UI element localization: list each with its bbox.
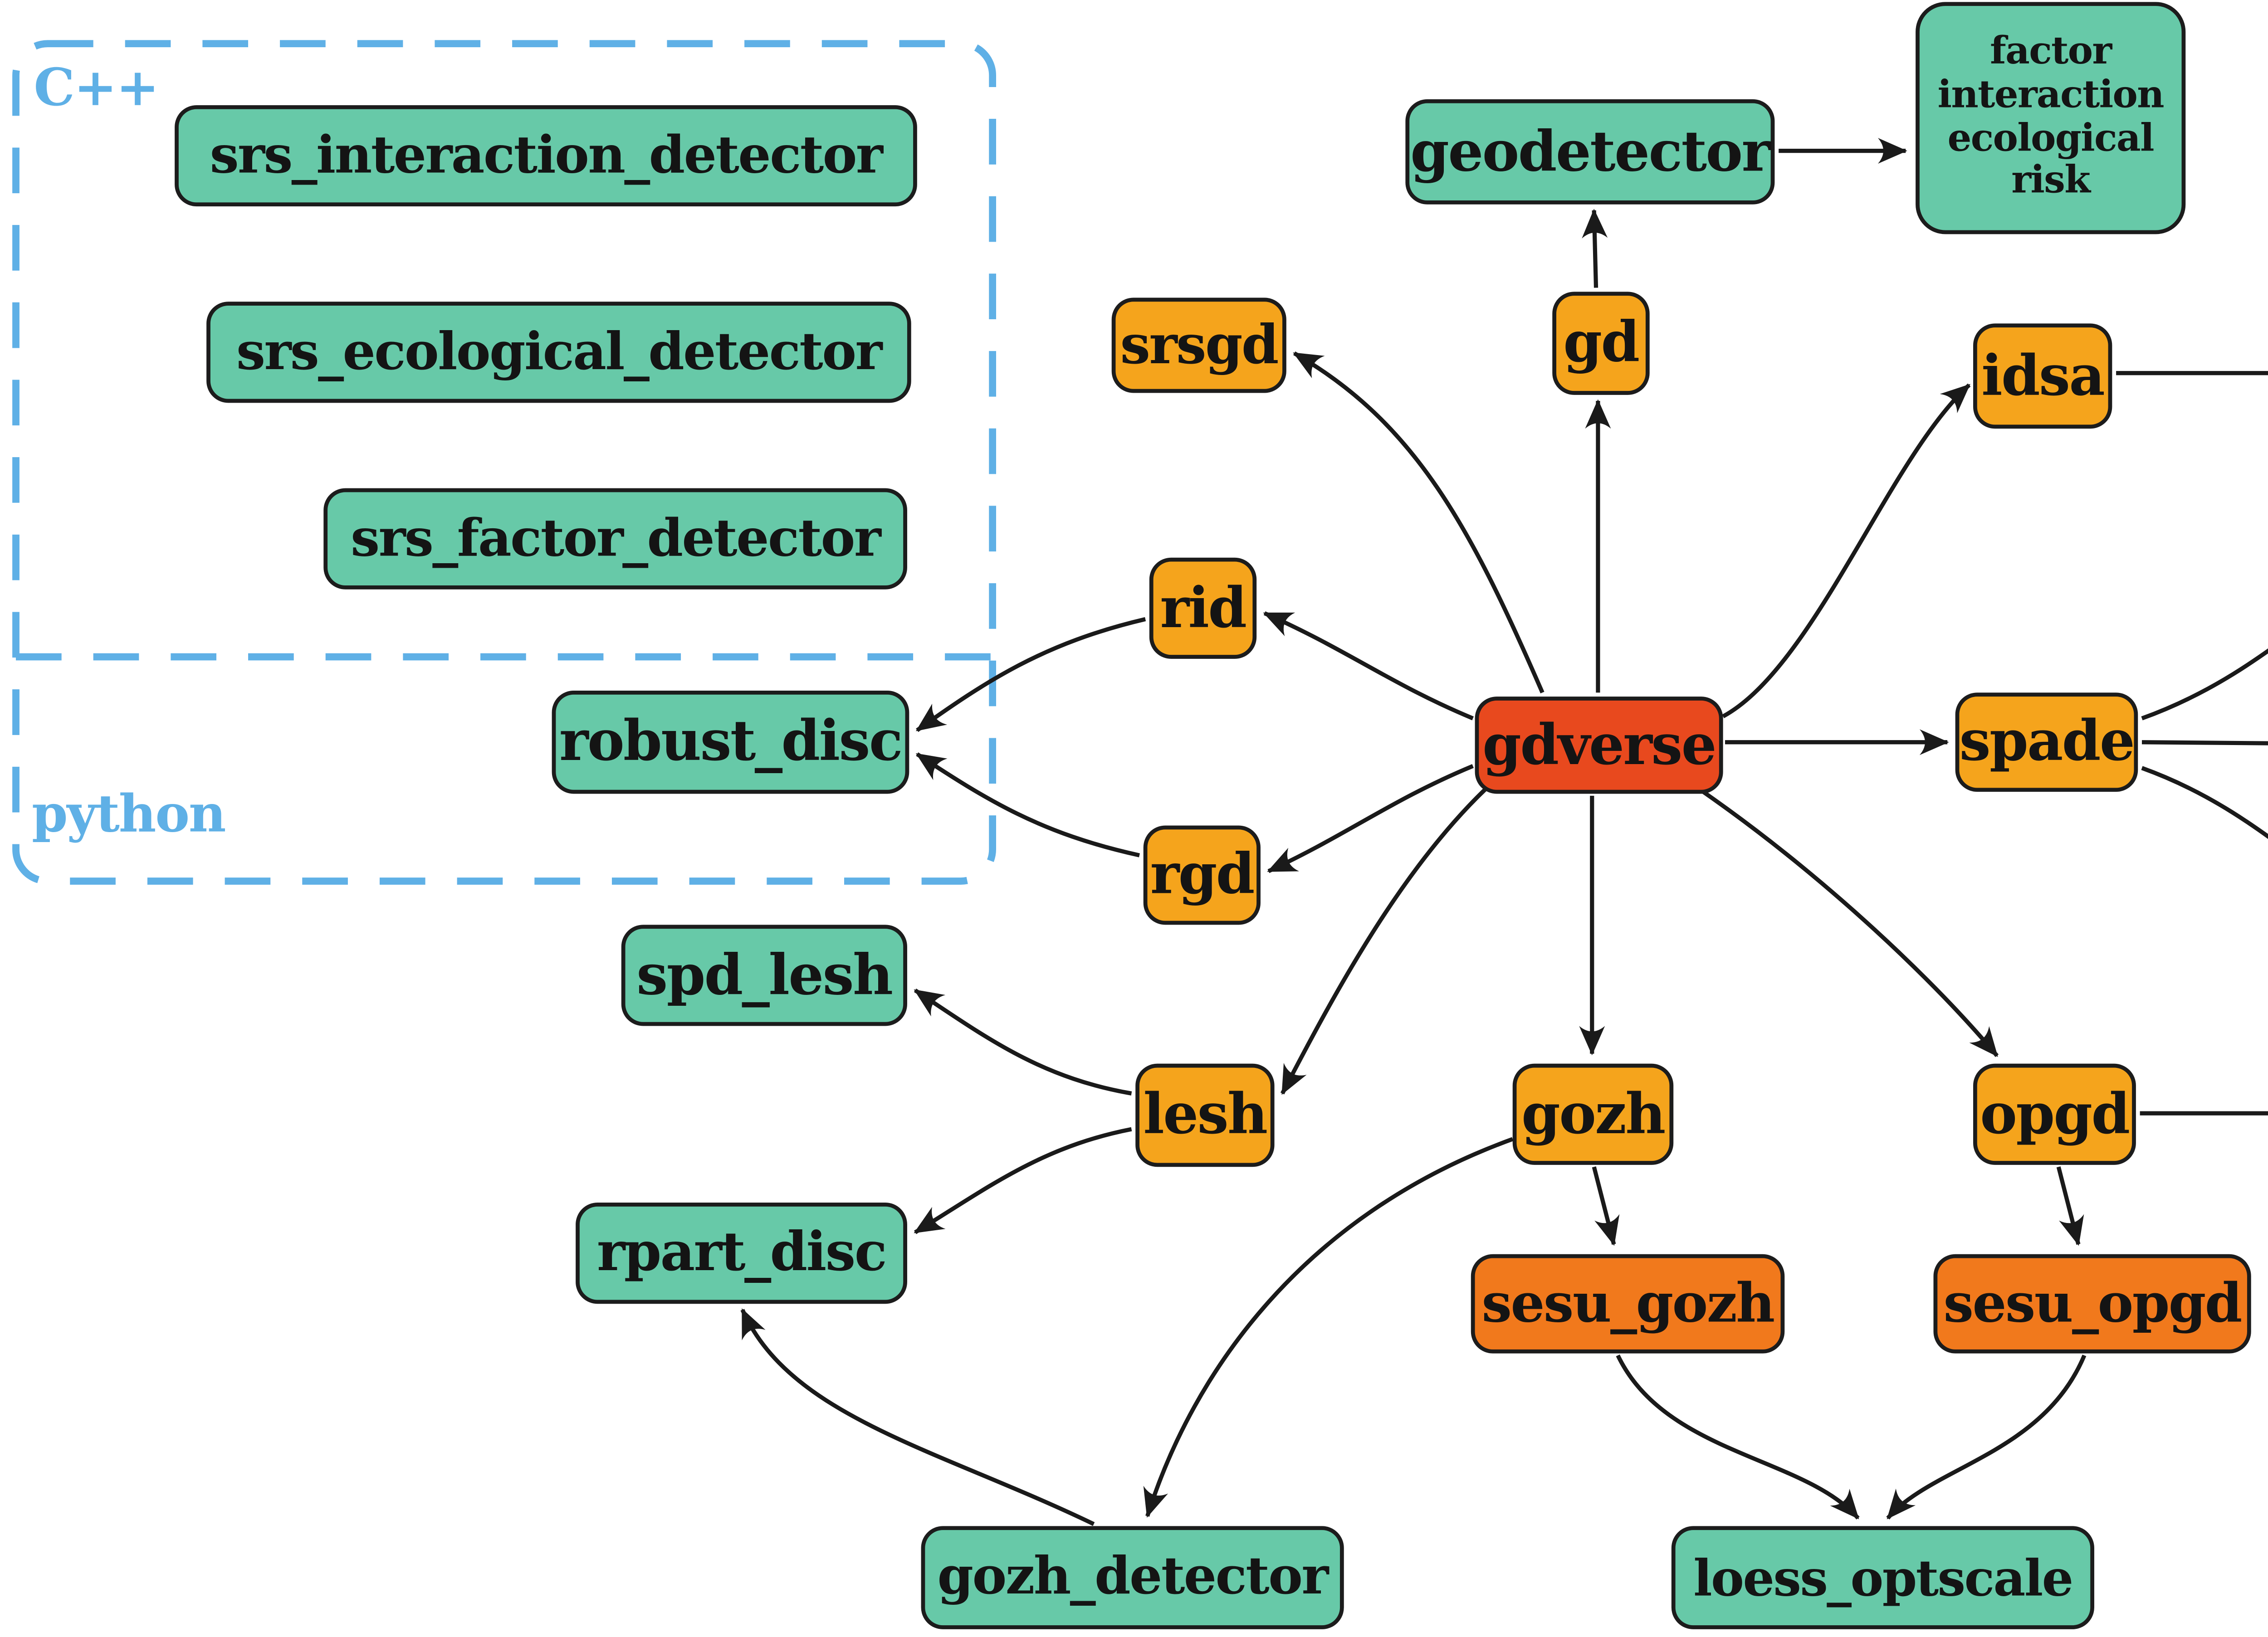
node-label: sesu_opgd [1943,1273,2242,1335]
edge-sesu-gozh-loess-optscale [1616,1354,1860,1520]
edge-gdverse-rid [1263,611,1474,721]
edge-rgd-robust-disc [915,752,1140,857]
python-group-label: python [32,786,226,846]
node-geodetector: geodetector [1405,99,1775,205]
edge-gd-geodetector [1582,209,1608,288]
edge-gozh-gozh-detector [1143,1137,1514,1518]
node-label: opgd [1980,1080,2130,1146]
node-robust-disc: robust_disc [552,690,909,794]
node-label-line: ecological [1947,116,2154,160]
node-label: srs_ecological_detector [236,322,882,382]
edge-gozh-detector-rpart-disc [740,1308,1095,1526]
cpp-group-label-text: C++ [34,59,159,119]
node-srs-ecological-detector: srs_ecological_detector [206,302,911,403]
node-label: gozh [1521,1080,1666,1146]
edge-opgd-sesu-opgd [2056,1166,2084,1246]
node-factor-interaction-ecological-risk: factor interaction ecological risk [1916,2,2186,234]
node-label: loess_optscale [1693,1549,2073,1607]
node-opgd: opgd [1973,1063,2136,1165]
node-label: spd_lesh [636,941,893,1007]
node-label: rid [1160,574,1247,640]
edge-gdverse-rgd [1267,764,1474,873]
node-sesu-gozh: sesu_gozh [1471,1254,1785,1354]
node-gd: gd [1552,292,1650,395]
edge-lesh-rpart-disc [914,1127,1132,1234]
node-label: srsgd [1120,314,1279,376]
node-srs-factor-detector: srs_factor_detector [323,488,907,590]
edge-gdverse-srsgd [1293,351,1545,694]
edge-gdverse-lesh [1280,786,1489,1095]
node-label: idsa [1981,342,2105,408]
node-label: gd [1563,309,1640,375]
cpp-group-label: C++ [34,59,159,119]
node-label: gdverse [1482,711,1716,777]
edge-spade-cpsd-spade [2141,740,2268,745]
node-lesh: lesh [1135,1063,1275,1167]
node-gdverse: gdverse [1475,697,1723,794]
edge-gozh-sesu-gozh [1592,1166,1620,1246]
node-label: geodetector [1410,118,1771,184]
node-loess-optscale: loess_optscale [1671,1526,2094,1629]
node-srsgd: srsgd [1111,297,1286,393]
edge-lesh-spd-lesh [914,988,1132,1096]
node-gozh-detector: gozh_detector [921,1526,1344,1629]
edge-sesu-opgd-loess-optscale [1886,1354,2087,1520]
node-label: lesh [1143,1082,1268,1147]
node-label: sesu_gozh [1481,1273,1775,1335]
node-label-line: risk [2011,159,2091,203]
node-idsa: idsa [1973,323,2112,429]
node-label: robust_disc [559,708,903,774]
node-label-line: interaction [1937,73,2165,117]
node-label: gozh_detector [937,1548,1329,1608]
node-spade: spade [1955,692,2138,792]
node-label-line: factor [1989,30,2112,74]
node-rid: rid [1149,557,1257,659]
node-spd-lesh: spd_lesh [621,925,907,1026]
node-label: srs_interaction_detector [210,126,883,186]
edge-rid-robust-disc [915,617,1146,732]
node-srs-interaction-detector: srs_interaction_detector [175,105,917,207]
node-rgd: rgd [1143,825,1261,925]
node-sesu-opgd: sesu_opgd [1933,1254,2251,1354]
edge-spade-psd-spade [2141,648,2268,721]
node-label: srs_factor_detector [351,509,881,569]
node-label: spade [1959,708,2135,774]
edge-spade-psmd-spade [2141,766,2268,839]
edge-gdverse-idsa [1722,383,1971,718]
node-gozh: gozh [1512,1063,1674,1165]
node-rpart-disc: rpart_disc [576,1203,907,1304]
python-group-label-text: python [32,786,226,846]
node-label: rpart_disc [596,1222,887,1284]
group-outer-dashed-box [12,40,997,885]
edge-gdverse-opgd [1702,790,1999,1057]
node-label: rgd [1150,841,1255,907]
